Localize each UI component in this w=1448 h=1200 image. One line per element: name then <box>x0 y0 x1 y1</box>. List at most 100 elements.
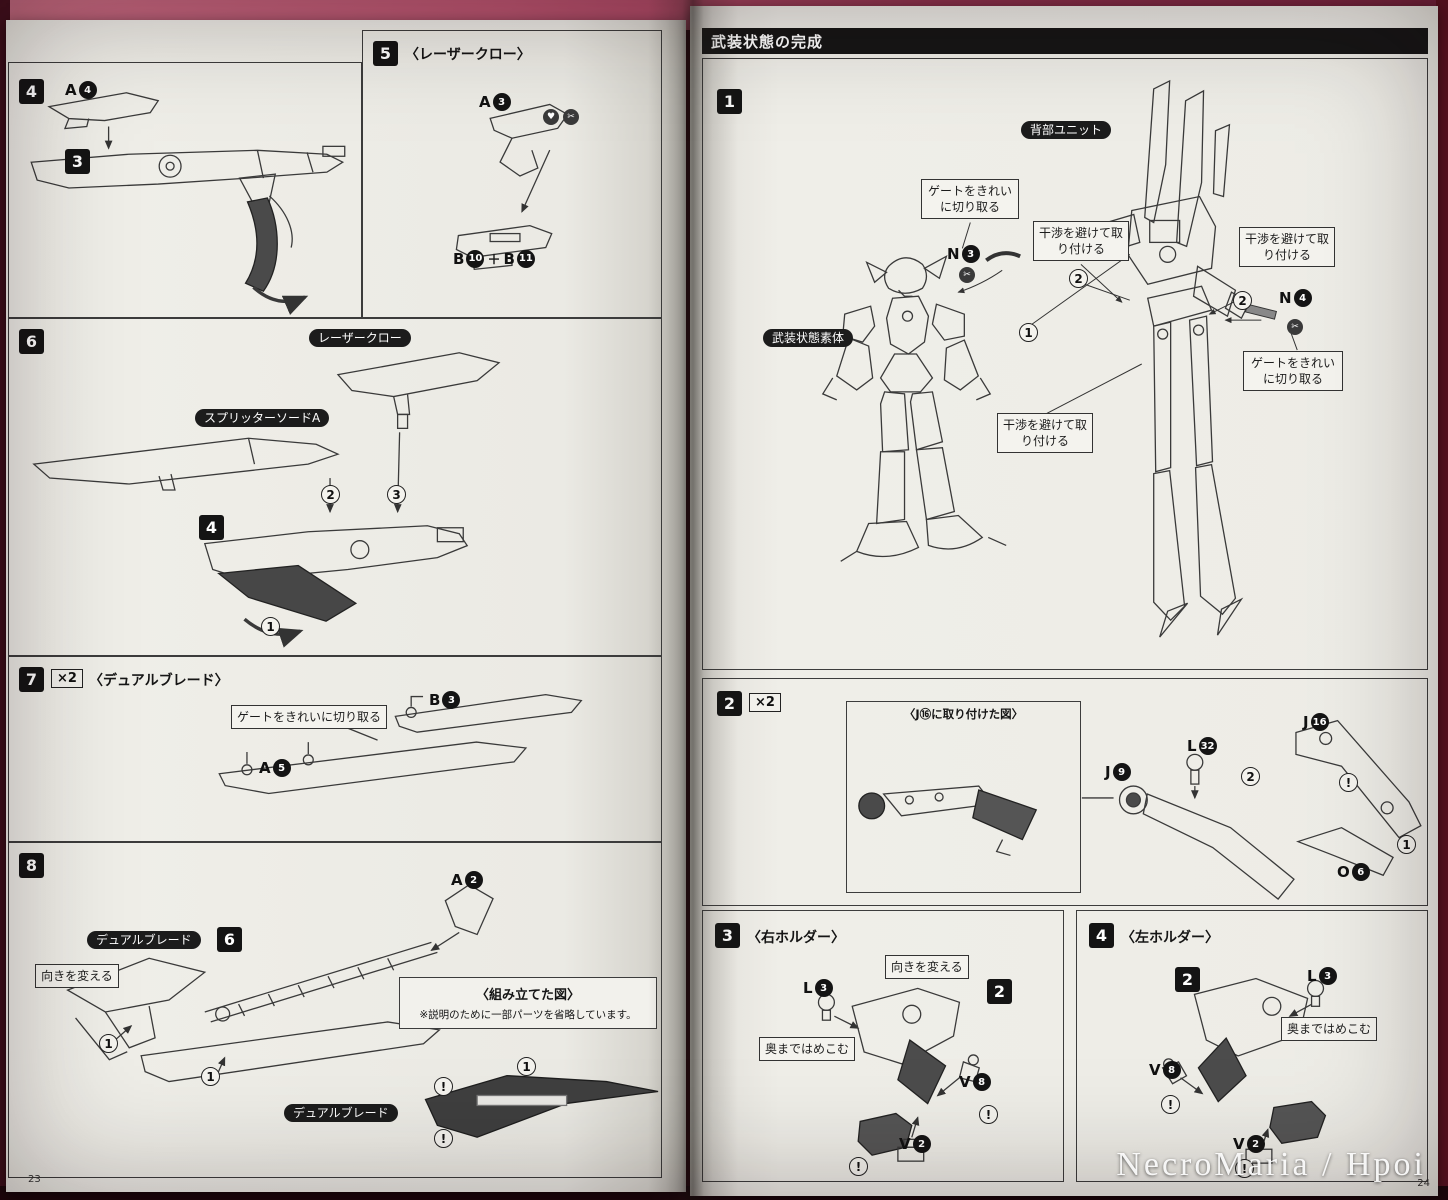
callout-avoid-interference: 干渉を避けて取り付ける <box>1033 221 1129 262</box>
leader-lines <box>957 222 1298 415</box>
note-text: ※説明のために一部パーツを省略しています。 <box>419 1009 637 1021</box>
callout-push-all-the-way: 奥まではめこむ <box>759 1037 856 1062</box>
part-letter: J <box>1105 763 1111 781</box>
caution-mark: ! <box>434 1129 453 1148</box>
part-letter: N <box>1279 289 1292 307</box>
part-letter: J <box>1303 713 1309 731</box>
step-number: 6 <box>19 329 44 354</box>
assembly-ref-4: 4 <box>199 515 224 540</box>
gate-caution-icon: ✂ <box>563 109 579 125</box>
part-letter: O <box>1337 863 1350 881</box>
part-number: 2 <box>464 871 483 889</box>
part-letter: N <box>947 245 960 263</box>
step3-diagram <box>817 987 981 1162</box>
page-number-right: 24 <box>1417 1178 1430 1189</box>
photo-edge-left <box>0 0 10 1200</box>
callout-change-direction: 向きを変える <box>35 964 119 989</box>
step7-diagram <box>218 693 583 795</box>
callout-cut-gate: ゲートをきれいに切り取る <box>1243 351 1343 392</box>
order-3: 3 <box>387 485 406 504</box>
part-letter: A <box>451 871 463 889</box>
callout-cut-gate: ゲートをきれいに切り取る <box>921 179 1019 220</box>
label-badge-splitter-sword: スプリッターソードA <box>195 409 330 428</box>
step6-diagram <box>32 352 501 648</box>
part-number: 10 <box>466 249 485 268</box>
callout-cut-gate: ゲートをきれいに切り取る <box>231 705 388 730</box>
part-letter: A <box>65 81 77 99</box>
step8-diagram <box>66 883 659 1138</box>
laser-claw-parts-drawing <box>30 92 346 315</box>
callout-avoid-interference: 干渉を避けて取り付ける <box>997 413 1093 454</box>
step-number: 4 <box>1089 923 1114 948</box>
order-1: 1 <box>1019 323 1038 342</box>
step4r-diagram <box>1161 977 1327 1164</box>
part-letter: B <box>503 249 515 268</box>
part-letter: B <box>453 249 465 268</box>
step5-diagram <box>455 103 569 271</box>
part-letter: L <box>803 979 813 997</box>
armed-figure-front <box>821 255 1007 562</box>
part-letter: L <box>1187 737 1197 755</box>
part-letter: V <box>959 1073 971 1091</box>
inset-title: 〈J⑯に取り付けた図〉 <box>903 707 1024 721</box>
part-number: 6 <box>1351 863 1370 881</box>
label-badge-armed-base-body: 武装状態素体 <box>763 329 854 348</box>
step-title: 〈左ホルダー〉 <box>1121 930 1219 946</box>
step-number: 8 <box>19 853 44 878</box>
assembly-ref-2: 2 <box>1175 967 1200 992</box>
assembled-view-note: 〈組み立てた図〉 ※説明のために一部パーツを省略しています。 <box>399 977 657 1029</box>
plus-sign: ＋ <box>487 253 501 268</box>
note-title: 〈組み立てた図〉 <box>475 988 580 1003</box>
label-badge-dual-blade: デュアルブレード <box>284 1104 398 1123</box>
inset-arm-drawing <box>858 785 1038 857</box>
assembly-ref-2: 2 <box>987 979 1012 1004</box>
part-number: 4 <box>78 81 97 99</box>
part-number: 32 <box>1198 737 1217 755</box>
label-badge-back-unit: 背部ユニット <box>1021 121 1112 140</box>
part-number: 3 <box>961 245 980 263</box>
assembly-ref-3: 3 <box>65 149 90 174</box>
callout-push-all-the-way: 奥まではめこむ <box>1281 1017 1378 1042</box>
order-1: 1 <box>517 1057 536 1076</box>
step-number: 4 <box>19 79 44 104</box>
page-number-left: 23 <box>28 1174 41 1185</box>
part-number: 16 <box>1310 713 1329 731</box>
step-title: 〈デュアルブレード〉 <box>89 673 229 689</box>
part-letter: B <box>429 691 441 709</box>
gate-caution-icon: ✂ <box>959 267 975 283</box>
multiplier-x2: ×2 <box>51 669 83 688</box>
part-letter: L <box>1307 967 1317 985</box>
heart-mark-icon: ♥ <box>543 109 559 125</box>
section-header: 武装状態の完成 <box>702 28 1428 54</box>
part-number: 11 <box>516 249 535 268</box>
step-number: 7 <box>19 667 44 692</box>
callout-change-direction: 向きを変える <box>885 955 969 980</box>
back-unit-figure <box>1099 79 1251 638</box>
part-letter: V <box>1233 1135 1245 1153</box>
arm-parts-drawing <box>1081 719 1422 900</box>
part-letter: A <box>479 93 491 111</box>
left-holder-drawing <box>1161 977 1327 1164</box>
step-number: 5 <box>373 41 398 66</box>
part-number: 8 <box>972 1073 991 1091</box>
